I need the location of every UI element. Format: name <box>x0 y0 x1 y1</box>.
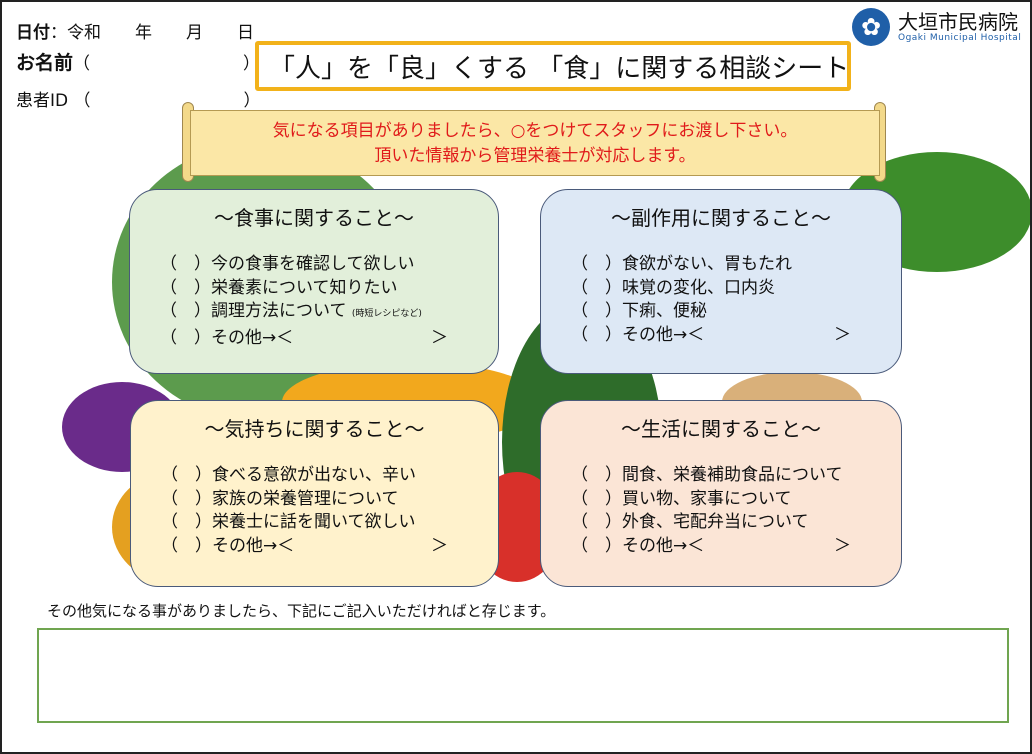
checklist-item[interactable]: （ ）買い物、家事について <box>571 488 901 512</box>
item-text: （ ）買い物、家事について <box>571 488 792 509</box>
checklist-item[interactable]: （ ）間食、栄養補助食品について <box>571 464 901 488</box>
hospital-emblem-icon: ✿ <box>852 8 890 46</box>
item-text: （ ）その他→＜ <box>160 327 294 348</box>
panel-side-effects: ～副作用に関すること～ （ ）食欲がない、胃もたれ （ ）味覚の変化、口内炎 （… <box>540 189 902 374</box>
checklist-item[interactable]: （ ）食べる意欲が出ない、辛い <box>161 464 498 488</box>
hospital-name: 大垣市民病院 <box>898 10 1018 34</box>
checklist-item[interactable]: （ ）下痢、便秘 <box>571 300 901 324</box>
page-title: 「人」を「良」くする 「食」に関する相談シート <box>255 41 851 91</box>
item-text: （ ）食欲がない、胃もたれ <box>571 254 792 274</box>
panel-title: ～生活に関すること～ <box>621 417 821 441</box>
panel-feelings: ～気持ちに関すること～ （ ）食べる意欲が出ない、辛い （ ）家族の栄養管理につ… <box>130 400 499 587</box>
date-field[interactable]: 日付：令和 年 月 日 <box>16 18 254 43</box>
item-text: （ ）食べる意欲が出ない、辛い <box>161 465 416 485</box>
item-text: （ ）その他→＜ <box>571 535 705 556</box>
name-field[interactable]: お名前（ ） <box>16 48 260 75</box>
hospital-logo: ✿ 大垣市民病院 Ogaki Municipal Hospital <box>852 8 1021 46</box>
checklist-item-other[interactable]: （ ）その他→＜ ＞ <box>571 324 901 348</box>
panel-title: ～副作用に関すること～ <box>611 206 831 230</box>
item-note: (時短レシピなど) <box>351 309 422 319</box>
panel-lifestyle: ～生活に関すること～ （ ）間食、栄養補助食品について （ ）買い物、家事につい… <box>540 400 902 587</box>
checklist-item[interactable]: （ ）今の食事を確認して欲しい <box>160 253 498 277</box>
item-text: （ ）間食、栄養補助食品について <box>571 465 843 485</box>
patient-id-blank: （ ） <box>73 91 261 111</box>
item-text: （ ）栄養素について知りたい <box>160 277 398 298</box>
name-blank: （ ） <box>73 54 261 74</box>
item-text: （ ）その他→＜ <box>161 535 295 556</box>
name-label: お名前 <box>16 52 74 74</box>
item-text: ＞ <box>834 324 851 345</box>
checklist-item[interactable]: （ ）調理方法について (時短レシピなど) <box>160 300 498 327</box>
checklist-item-other[interactable]: （ ）その他→＜ ＞ <box>571 535 901 559</box>
hospital-name-en: Ogaki Municipal Hospital <box>898 33 1022 43</box>
free-comment-box[interactable] <box>37 628 1009 723</box>
checklist-item[interactable]: （ ）食欲がない、胃もたれ <box>571 253 901 277</box>
free-comment-label: その他気になる事がありましたら、下記にご記入いただければと存じます。 <box>47 602 556 620</box>
item-text: （ ）調理方法について <box>160 301 347 321</box>
item-text: （ ）その他→＜ <box>571 324 705 345</box>
item-text: ＞ <box>431 327 448 348</box>
checklist-item-other[interactable]: （ ）その他→＜ ＞ <box>160 327 498 351</box>
banner-line-1: 気になる項目がありましたら、○をつけてスタッフにお渡し下さい。 <box>272 121 798 141</box>
instruction-banner: 気になる項目がありましたら、○をつけてスタッフにお渡し下さい。 頂いた情報から管… <box>190 110 880 176</box>
checklist-item[interactable]: （ ）外食、宅配弁当について <box>571 511 901 535</box>
item-text: （ ）外食、宅配弁当について <box>571 512 809 532</box>
item-text: （ ）家族の栄養管理について <box>161 488 399 509</box>
item-text: （ ）栄養士に話を聞いて欲しい <box>161 512 416 532</box>
banner-line-2: 頂いた情報から管理栄養士が対応します。 <box>374 146 696 166</box>
checklist-item[interactable]: （ ）味覚の変化、口内炎 <box>571 277 901 301</box>
date-value: ：令和 年 月 日 <box>50 23 254 43</box>
date-label: 日付 <box>16 23 50 43</box>
item-text: ＞ <box>834 535 851 556</box>
checklist-item-other[interactable]: （ ）その他→＜ ＞ <box>161 535 498 559</box>
patient-id-field[interactable]: 患者ID （ ） <box>16 86 261 111</box>
panel-title: ～気持ちに関すること～ <box>204 417 425 441</box>
item-text: （ ）今の食事を確認して欲しい <box>160 254 415 274</box>
item-text: （ ）味覚の変化、口内炎 <box>571 277 775 298</box>
checklist-item[interactable]: （ ）栄養素について知りたい <box>160 277 498 301</box>
checklist-item[interactable]: （ ）家族の栄養管理について <box>161 488 498 512</box>
panel-meals: ～食事に関すること～ （ ）今の食事を確認して欲しい （ ）栄養素について知りた… <box>129 189 499 374</box>
checklist-item[interactable]: （ ）栄養士に話を聞いて欲しい <box>161 511 498 535</box>
panel-title: ～食事に関すること～ <box>214 206 414 230</box>
item-text: ＞ <box>431 535 448 556</box>
patient-id-label: 患者ID <box>16 91 69 111</box>
item-text: （ ）下痢、便秘 <box>571 301 707 321</box>
